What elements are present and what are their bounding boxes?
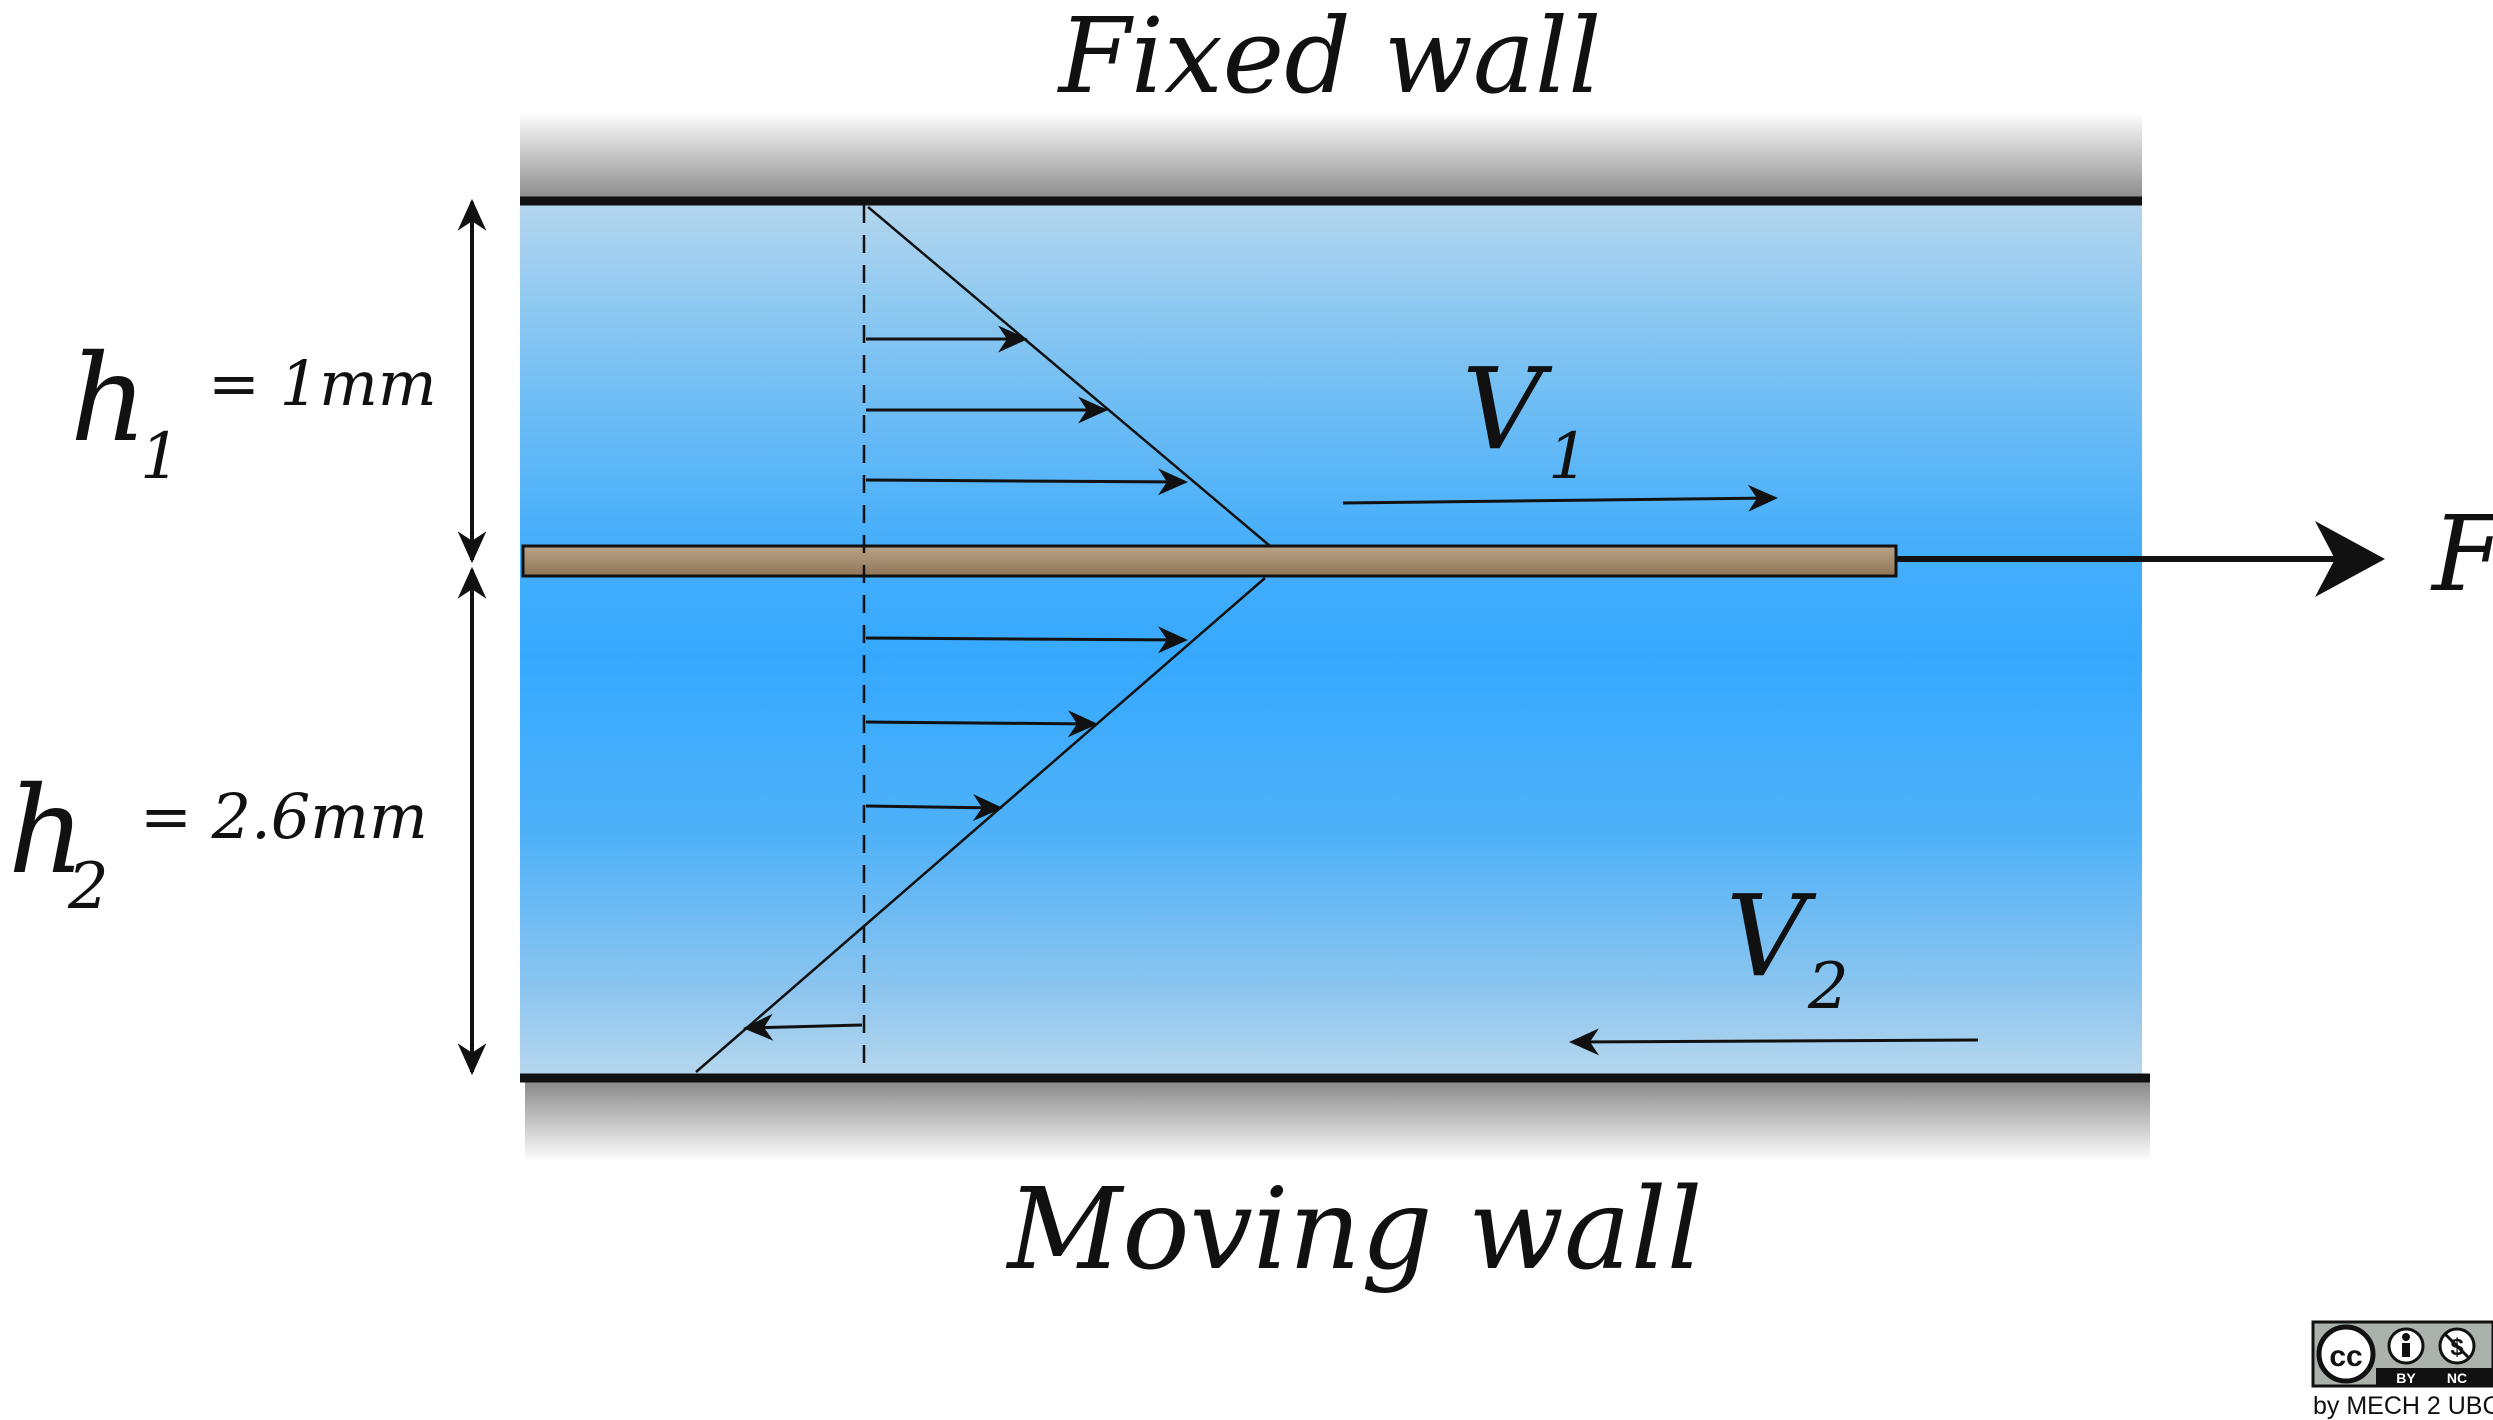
fixed-wall-label: Fixed wall — [1057, 0, 1602, 117]
v2-arrow — [1569, 1028, 1979, 1056]
v2-symbol: V — [1726, 872, 1817, 1002]
upper-profile-line — [867, 206, 1271, 547]
v1-symbol: V — [1462, 345, 1553, 475]
moving-wall-shade — [525, 1082, 2150, 1162]
fixed-wall-shade — [520, 112, 2142, 200]
lower-velocity-arrow — [865, 626, 1188, 654]
v1-arrow — [1342, 484, 1778, 512]
lower-velocity-arrow — [743, 1013, 863, 1041]
h2-value: = 2.6mm — [140, 780, 428, 853]
h1-subscript: 1 — [140, 420, 181, 494]
h1-value: = 1mm — [208, 347, 437, 420]
cc-logo-icon — [2316, 1324, 2376, 1384]
moving-wall-label: Moving wall — [1006, 1165, 1703, 1295]
force-arrowhead — [2315, 521, 2385, 597]
lower-velocity-arrow — [865, 794, 1003, 822]
h1-symbol: h — [70, 330, 147, 469]
v2-subscript: 2 — [1807, 950, 1849, 1024]
credit-text: by MECH 2 UBC — [2313, 1392, 2493, 1420]
cc-nc-text: NC — [2447, 1370, 2467, 1386]
v1-subscript: 1 — [1548, 420, 1589, 494]
cc-license-badge: cc $ BY NC — [2311, 1320, 2493, 1388]
h2-subscript: 2 — [67, 850, 109, 924]
lower-profile-line — [695, 577, 1266, 1073]
force-label: F — [2430, 493, 2493, 615]
upper-velocity-arrow — [865, 468, 1188, 496]
cc-logo-text: cc — [2329, 1340, 2362, 1373]
lower-velocity-arrow — [865, 710, 1098, 738]
plate — [521, 544, 1898, 578]
cc-by-text: BY — [2396, 1370, 2416, 1386]
h2-symbol: h — [8, 762, 85, 901]
fluid-region — [520, 202, 2142, 1077]
